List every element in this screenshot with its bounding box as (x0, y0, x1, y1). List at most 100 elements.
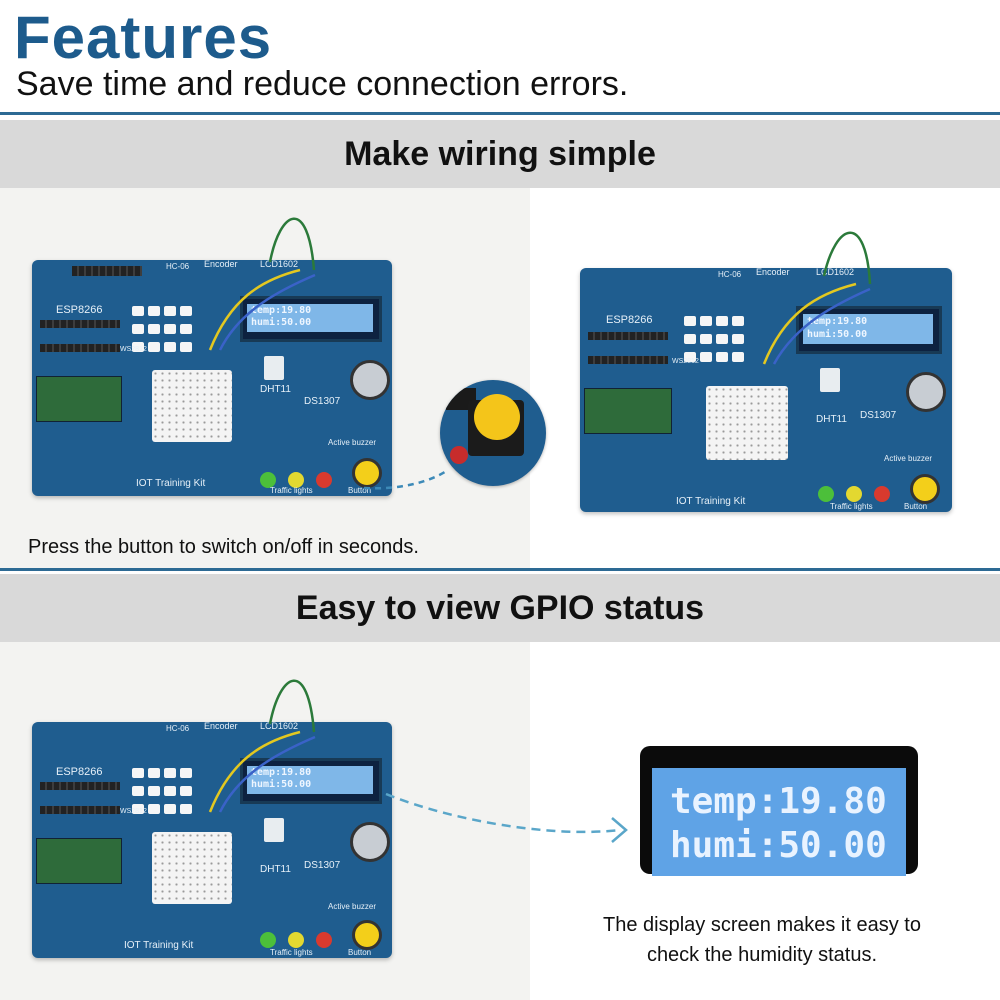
board-label-hc06: HC-06 (718, 270, 742, 279)
board-label-lcd: LCD1602 (260, 260, 299, 269)
board-label-hc06: HC-06 (166, 724, 190, 733)
header-pins (40, 320, 120, 328)
board-label-ws2812: WS2812 (120, 808, 147, 815)
lcd-line-1: temp:19.80 (807, 316, 868, 327)
lcd-line-2: humi:50.00 (251, 779, 312, 790)
lcd-zoom-screen: temp:19.80 humi:50.00 (652, 768, 906, 876)
section-heading-wiring: Make wiring simple (0, 120, 1000, 188)
lcd-line-1: temp:19.80 (251, 767, 312, 778)
push-button (910, 474, 940, 504)
coin-battery (350, 360, 390, 400)
display-callout-arrow (385, 792, 628, 843)
esp-module (584, 388, 672, 434)
board-label-traffic: Traffic lights (270, 948, 313, 957)
lcd-screen: temp:19.80 humi:50.00 (803, 314, 933, 344)
led-red (874, 486, 890, 502)
keypad (682, 314, 746, 368)
esp-module (36, 838, 122, 884)
button-callout-arrow (363, 468, 449, 490)
board-label-esp8266: ESP8266 (56, 304, 103, 316)
breadboard (152, 832, 232, 904)
lcd-screen: temp:19.80 humi:50.00 (247, 766, 373, 794)
red-dot (450, 446, 468, 464)
board-label-button: Button (904, 502, 928, 511)
lcd-line-2: humi:50.00 (251, 317, 312, 328)
header-pins (40, 344, 120, 352)
board-label-button: Button (348, 948, 372, 957)
board-label-button: Button (348, 486, 372, 495)
dht11-sensor (820, 368, 840, 392)
board-label-active-buzzer: Active buzzer (884, 454, 933, 463)
section-heading-wiring-text: Make wiring simple (344, 134, 656, 173)
dht11-sensor (264, 818, 284, 842)
button-zoom-circle (440, 380, 546, 486)
led-green (818, 486, 834, 502)
header-pins (40, 806, 120, 814)
board-label-dht11: DHT11 (260, 384, 291, 395)
header-pins (72, 266, 142, 276)
lcd-module: temp:19.80 humi:50.00 (796, 306, 942, 354)
training-kit-board-right: ESP8266 HC-06 Encoder LCD1602 WS2812 tem… (580, 268, 952, 512)
section2-caption-line-1: The display screen makes it easy to (603, 914, 921, 936)
header-divider (0, 112, 1000, 115)
led-yellow (846, 486, 862, 502)
header-pins (40, 782, 120, 790)
board-label-kit: IOT Training Kit (136, 478, 206, 489)
lcd-line-1: temp:19.80 (251, 305, 312, 316)
keypad (130, 766, 194, 820)
lcd-zoom-display: temp:19.80 humi:50.00 (640, 746, 918, 876)
jumper-wires-left (208, 217, 316, 351)
board-label-esp8266: ESP8266 (606, 314, 653, 326)
board-label-ds1307: DS1307 (304, 860, 341, 871)
lcd-zoom-line-1: temp:19.80 (670, 781, 887, 822)
board-label-lcd: LCD1602 (816, 268, 855, 277)
header-pins (588, 356, 668, 364)
board-label-ws2812: WS2812 (672, 358, 699, 365)
page-title: Features (14, 4, 273, 71)
led-yellow (288, 472, 304, 488)
section-heading-gpio: Easy to view GPIO status (0, 574, 1000, 642)
board-label-active-buzzer: Active buzzer (328, 902, 377, 911)
training-kit-board-left: ESP8266 HC-06 Encoder LCD1602 WS2812 tem… (32, 260, 392, 496)
lcd-zoom-line-2: humi:50.00 (670, 825, 887, 866)
jumper-wires-right (762, 231, 872, 365)
board-label-esp8266: ESP8266 (56, 766, 103, 778)
lcd-screen: temp:19.80 humi:50.00 (247, 304, 373, 332)
esp-module (36, 376, 122, 422)
breadboard (152, 370, 232, 442)
led-green (260, 472, 276, 488)
keypad (130, 304, 194, 358)
coin-battery (350, 822, 390, 862)
section2-caption: The display screen makes it easy to chec… (560, 910, 964, 970)
board-label-traffic: Traffic lights (830, 502, 873, 511)
board-label-active-buzzer: Active buzzer (328, 438, 377, 447)
led-green (260, 932, 276, 948)
board-label-encoder: Encoder (204, 722, 238, 731)
push-button (352, 920, 382, 950)
board-label-kit: IOT Training Kit (676, 496, 746, 507)
dht11-sensor (264, 356, 284, 380)
jumper-wires-gpio (208, 679, 316, 813)
board-label-ds1307: DS1307 (304, 396, 341, 407)
breadboard (706, 386, 788, 460)
training-kit-board-gpio: ESP8266 HC-06 Encoder LCD1602 WS2812 tem… (32, 722, 392, 958)
board-label-dht11: DHT11 (816, 414, 847, 425)
led-red (316, 472, 332, 488)
board-label-dht11: DHT11 (260, 864, 291, 875)
board-label-traffic: Traffic lights (270, 486, 313, 495)
board-label-ws2812: WS2812 (120, 346, 147, 353)
board-label-ds1307: DS1307 (860, 410, 897, 421)
section1-caption: Press the button to switch on/off in sec… (28, 536, 419, 558)
board-label-lcd: LCD1602 (260, 722, 299, 731)
section-divider (0, 568, 1000, 571)
section-heading-gpio-text: Easy to view GPIO status (295, 588, 705, 627)
page-subtitle: Save time and reduce connection errors. (16, 65, 629, 103)
board-label-hc06: HC-06 (166, 262, 190, 271)
section2-caption-line-2: check the humidity status. (646, 944, 878, 966)
header-pins (588, 332, 668, 340)
led-yellow (288, 932, 304, 948)
board-label-encoder: Encoder (756, 268, 790, 277)
lcd-line-2: humi:50.00 (807, 329, 868, 340)
board-label-kit: IOT Training Kit (124, 940, 194, 951)
button-cap-icon (474, 394, 520, 440)
